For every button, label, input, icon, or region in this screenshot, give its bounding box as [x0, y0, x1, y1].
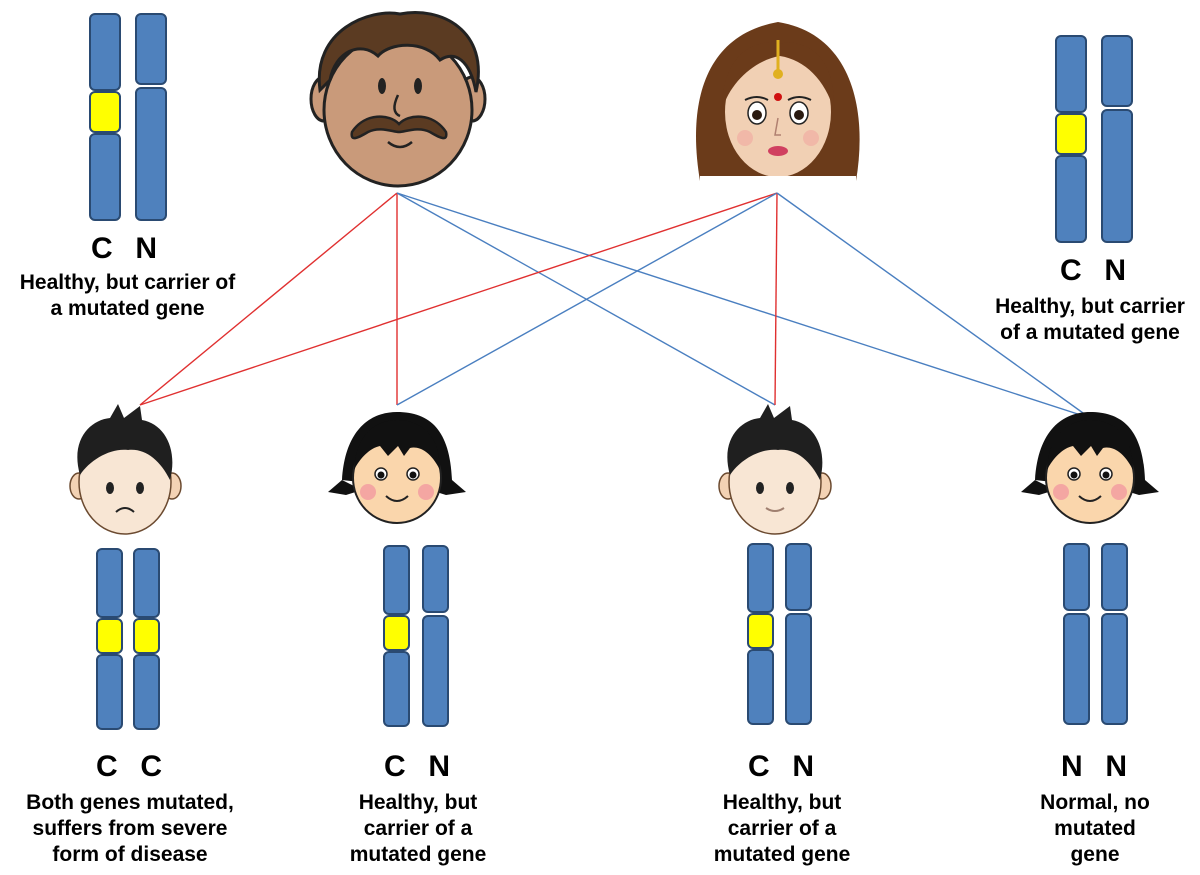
child2-description-line2: carrier of a: [363, 817, 473, 840]
father-chromosome-c-mutation-band: [89, 91, 121, 133]
child2-description-line3: mutated gene: [349, 843, 487, 866]
child3-description-line3: mutated gene: [713, 843, 851, 866]
boy-sad-face-icon: [69, 404, 182, 535]
line-mother-to-child4: [776, 192, 1091, 419]
child2-description: Healthy, but carrier of a mutated gene: [318, 790, 518, 868]
line-father-to-child4: [396, 192, 1091, 419]
mother-chromosome-c-upper-arm: [1055, 35, 1087, 113]
child4-alleles: N N: [1061, 750, 1129, 783]
father-alleles: C N: [91, 232, 159, 265]
mother-description: Healthy, but carrier of a mutated gene: [975, 294, 1200, 346]
mother-face-icon: [696, 22, 860, 182]
child4-chromosome-b-upper-arm: [1101, 543, 1128, 611]
child4-description-line2: mutated: [1054, 817, 1136, 840]
line-father-to-child1: [139, 192, 398, 406]
mother-chromosome-c-lower-arm: [1055, 155, 1087, 243]
child4-chromosome-a-lower-arm: [1063, 613, 1090, 725]
mother-description-line1: Healthy, but carrier: [995, 295, 1185, 318]
child1-chromosome-b-upper-arm: [133, 548, 160, 618]
father-chromosome-c-lower-arm: [89, 133, 121, 221]
child2-alleles: C N: [384, 750, 452, 783]
child2-chromosome-a-lower-arm: [383, 651, 410, 727]
child4-description-line1: Normal, no: [1040, 791, 1150, 814]
child2-description-line1: Healthy, but: [358, 791, 478, 814]
boy-face-icon: [718, 404, 832, 535]
line-mother-to-child3: [774, 192, 778, 406]
mother-chromosome-n-upper-arm: [1101, 35, 1133, 107]
child1-description-line1: Both genes mutated,: [26, 791, 234, 814]
child2-chromosome-b-lower-arm: [422, 615, 449, 727]
child4-chromosome-b-lower-arm: [1101, 613, 1128, 725]
child4-description: Normal, no mutated gene: [1000, 790, 1190, 868]
child1-chromosome-a-upper-arm: [96, 548, 123, 618]
child3-description-line1: Healthy, but: [722, 791, 842, 814]
father-chromosome-n-upper-arm: [135, 13, 167, 85]
child1-chromosome-b-mutation-band: [133, 618, 160, 654]
child1-description-line3: form of disease: [52, 843, 208, 866]
child1-chromosome-b-lower-arm: [133, 654, 160, 730]
girl-face-icon: [1021, 412, 1159, 524]
child1-description-line2: suffers from severe: [32, 817, 228, 840]
child4-description-line3: gene: [1070, 843, 1120, 866]
father-chromosome-n-lower-arm: [135, 87, 167, 221]
father-face-icon: [309, 11, 487, 188]
child1-chromosome-a-lower-arm: [96, 654, 123, 730]
child2-chromosome-b-upper-arm: [422, 545, 449, 613]
child3-chromosome-a-upper-arm: [747, 543, 774, 613]
child3-description: Healthy, but carrier of a mutated gene: [682, 790, 882, 868]
line-mother-to-child2: [396, 192, 778, 406]
chromosome-layer: [89, 13, 1133, 730]
mother-description-line2: of a mutated gene: [1000, 321, 1180, 344]
child3-chromosome-b-lower-arm: [785, 613, 812, 725]
child3-description-line2: carrier of a: [727, 817, 837, 840]
child2-chromosome-a-mutation-band: [383, 615, 410, 651]
child3-chromosome-a-lower-arm: [747, 649, 774, 725]
father-chromosome-c-upper-arm: [89, 13, 121, 91]
child2-chromosome-a-upper-arm: [383, 545, 410, 615]
mother-alleles: C N: [1060, 254, 1128, 287]
girl-face-icon: [328, 412, 466, 524]
line-mother-to-child1: [139, 192, 778, 406]
child1-alleles: C C: [96, 750, 164, 783]
father-description-line1: Healthy, but carrier of: [19, 271, 236, 294]
mother-chromosome-n-lower-arm: [1101, 109, 1133, 243]
child3-alleles: C N: [748, 750, 816, 783]
child4-chromosome-a-upper-arm: [1063, 543, 1090, 611]
inheritance-lines: [139, 192, 1091, 419]
child1-chromosome-a-mutation-band: [96, 618, 123, 654]
mother-chromosome-c-mutation-band: [1055, 113, 1087, 155]
child1-description: Both genes mutated, suffers from severe …: [5, 790, 255, 868]
child3-chromosome-a-mutation-band: [747, 613, 774, 649]
father-description: Healthy, but carrier of a mutated gene: [0, 270, 255, 322]
father-description-line2: a mutated gene: [50, 297, 205, 320]
child3-chromosome-b-upper-arm: [785, 543, 812, 611]
